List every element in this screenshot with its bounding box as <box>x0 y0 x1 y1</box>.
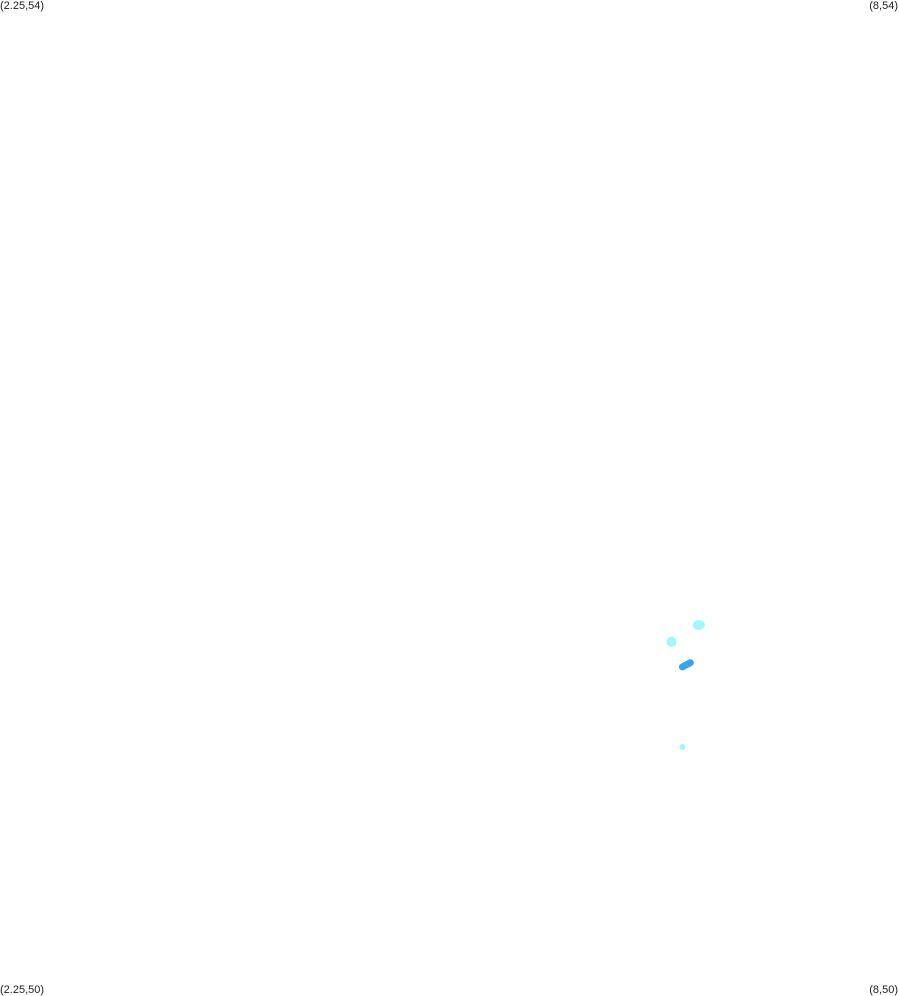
map-feature-lake-1 <box>678 659 694 671</box>
map-feature-islet-1 <box>692 619 705 630</box>
map-feature-islet-3 <box>679 744 686 750</box>
corner-coordinate-bottom-left: (2.25,50) <box>0 984 45 996</box>
corner-coordinate-bottom-right: (8,50) <box>869 984 898 996</box>
corner-coordinate-top-right: (8,54) <box>869 0 898 12</box>
map-feature-islet-2 <box>666 636 677 647</box>
corner-coordinate-top-left: (2.25,54) <box>0 0 45 12</box>
feature-layer <box>666 619 705 750</box>
